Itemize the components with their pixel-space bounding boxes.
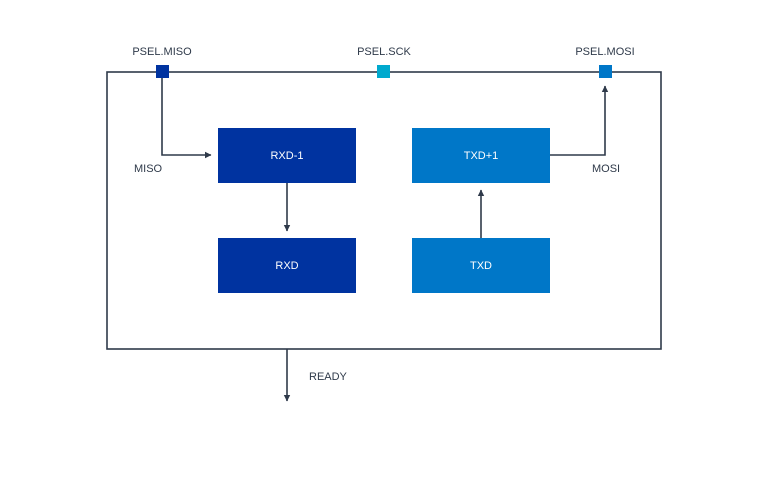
pin-mosi: [599, 65, 612, 78]
block-rxd: RXD: [218, 238, 356, 293]
pin-miso: [156, 65, 169, 78]
pin-label-mosi: PSEL.MOSI: [575, 46, 634, 58]
block-rxd1: RXD-1: [218, 128, 356, 183]
block-txd: TXD: [412, 238, 550, 293]
signal-label-miso: MISO: [134, 163, 163, 175]
pin-label-miso: PSEL.MISO: [132, 46, 192, 58]
block-rxd1-label: RXD-1: [270, 150, 303, 162]
block-txd1-label: TXD+1: [464, 150, 499, 162]
mosi-wire: [550, 85, 609, 156]
block-txd1: TXD+1: [412, 128, 550, 183]
miso-wire: [161, 78, 212, 159]
signal-label-mosi: MOSI: [592, 163, 620, 175]
block-rxd-label: RXD: [275, 260, 298, 272]
signal-label-ready: READY: [309, 371, 348, 383]
peripheral-boundary: [106, 71, 662, 350]
block-txd-label: TXD: [470, 260, 492, 272]
pin-sck: [377, 65, 390, 78]
pin-label-sck: PSEL.SCK: [357, 46, 411, 58]
